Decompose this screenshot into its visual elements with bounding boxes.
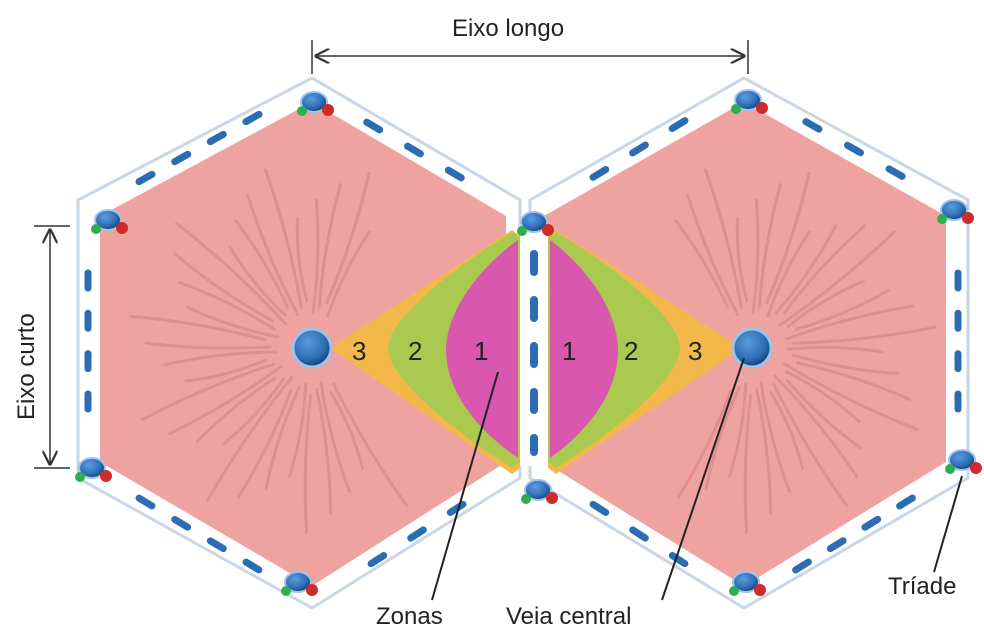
- zones-label: Zonas: [376, 603, 443, 630]
- septal-vessel: [955, 350, 962, 372]
- zone-number-3-right: 3: [688, 336, 702, 366]
- zone-number-2-right: 2: [624, 336, 638, 366]
- zone-number-3-left: 3: [352, 336, 366, 366]
- septal-vessel: [955, 391, 962, 413]
- triad-label: Tríade: [888, 573, 956, 600]
- long-axis-label: Eixo longo: [452, 15, 564, 42]
- zone-number-1-left: 1: [474, 336, 488, 366]
- septal-vessel: [85, 391, 92, 413]
- central-vein-label: Veia central: [506, 603, 631, 630]
- central-vein-left: [293, 329, 331, 367]
- zone-number-1-right: 1: [562, 336, 576, 366]
- septal-vessel: [85, 310, 92, 332]
- septal-vessel: [955, 310, 962, 332]
- short-axis-label: Eixo curto: [13, 313, 40, 420]
- septal-vessel: [85, 350, 92, 372]
- septal-vessel: [955, 270, 962, 292]
- zone-number-2-left: 2: [408, 336, 422, 366]
- central-vein-right: [733, 329, 771, 367]
- septal-vessel: [85, 270, 92, 292]
- long-axis-indicator: [312, 40, 748, 74]
